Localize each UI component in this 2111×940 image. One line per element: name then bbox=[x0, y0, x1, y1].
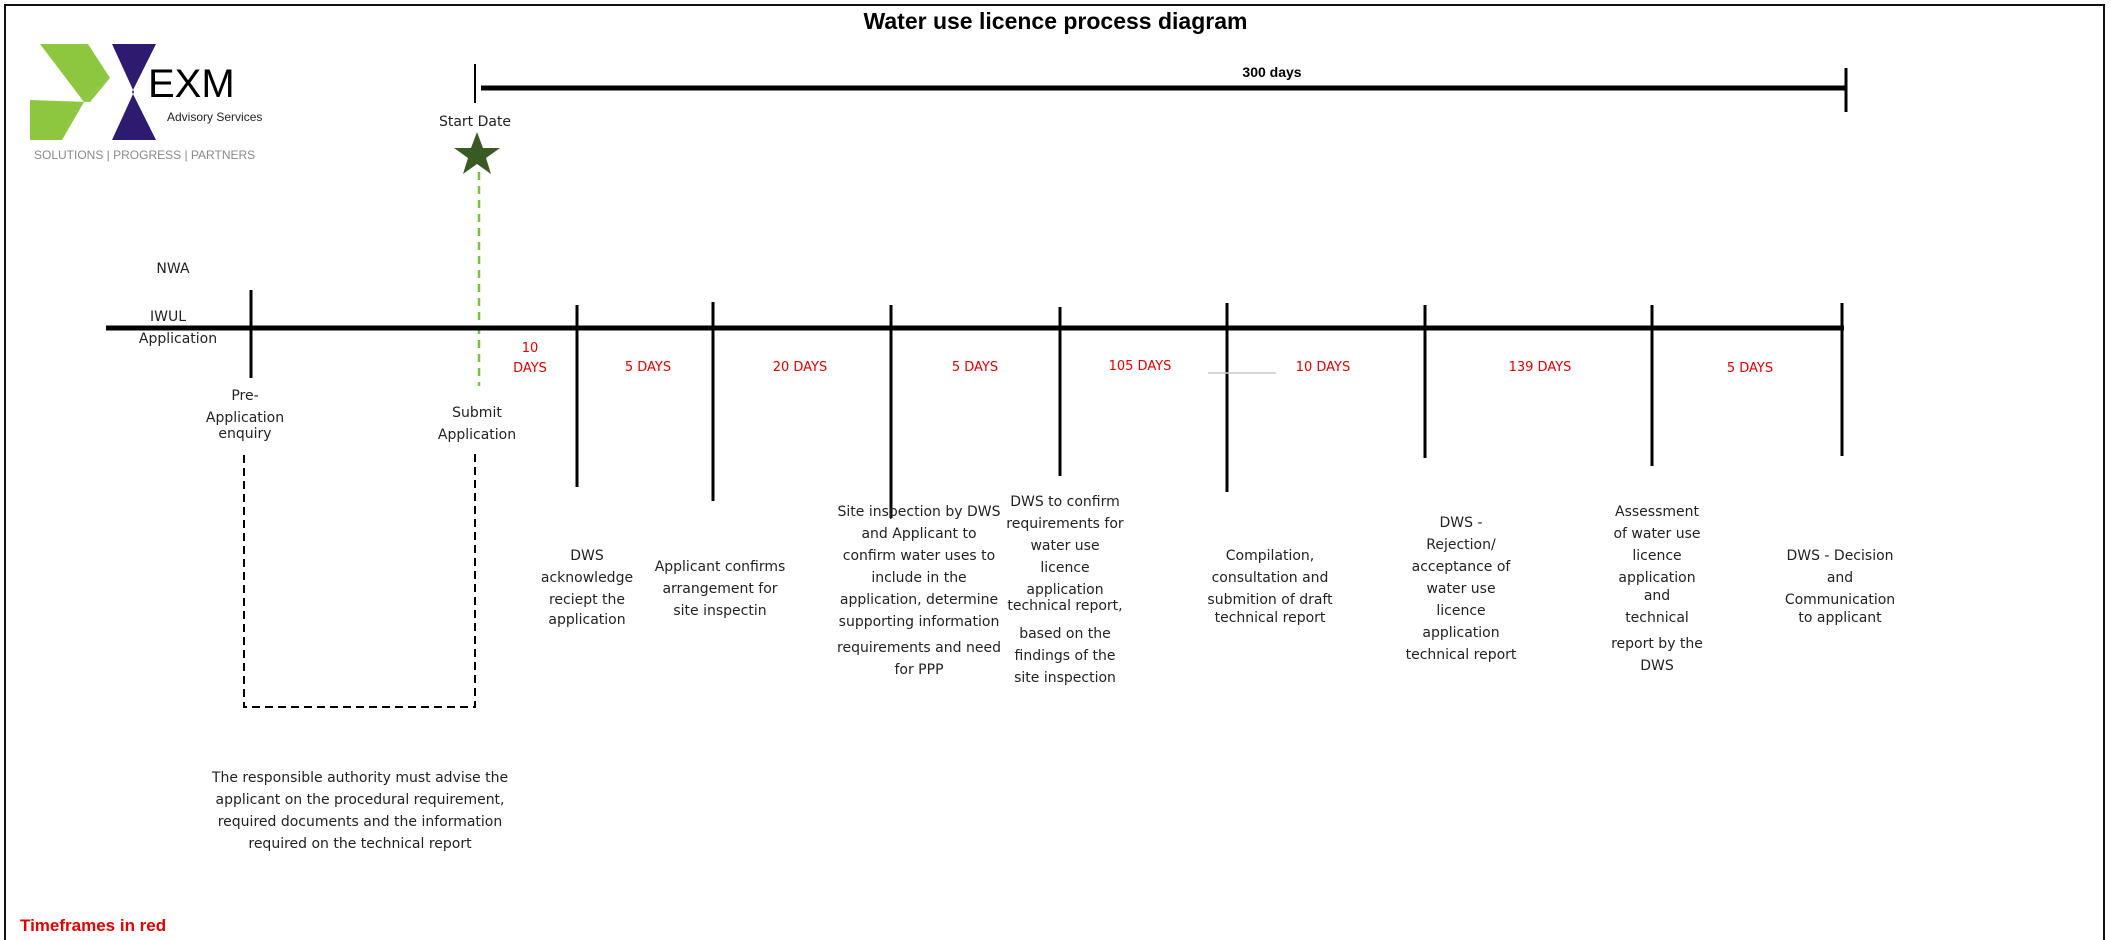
step-8-line: to applicant bbox=[1798, 610, 1882, 626]
step-6-line: water use bbox=[1426, 581, 1496, 597]
pre-application-note-line: required documents and the information bbox=[217, 814, 503, 830]
step-1-line: DWS bbox=[570, 548, 604, 564]
step-8-description: DWS - Decision and Communication to appl… bbox=[1770, 545, 1910, 629]
step-4-line: based on the bbox=[1019, 626, 1111, 642]
step-7-line: application bbox=[1618, 570, 1696, 586]
step-3-line: for PPP bbox=[894, 662, 944, 678]
pre-application-note-line: applicant on the procedural requirement, bbox=[215, 792, 505, 808]
step-3-line: confirm water uses to bbox=[842, 548, 996, 564]
duration-2: 5 DAYS bbox=[624, 360, 672, 375]
step-3-line: Site inspection by DWS bbox=[837, 504, 1001, 520]
duration-8: 5 DAYS bbox=[1726, 361, 1774, 376]
step-2-line: arrangement for bbox=[662, 581, 778, 597]
step-4-line: licence bbox=[1040, 560, 1090, 576]
step-5-line: technical report bbox=[1214, 610, 1326, 626]
step-2-line: Applicant confirms bbox=[654, 559, 786, 575]
nwa-label: NWA bbox=[156, 261, 190, 277]
step-1-line: application bbox=[548, 612, 626, 628]
step-7-line: report by the bbox=[1611, 636, 1703, 652]
logo-tagline: SOLUTIONS | PROGRESS | PARTNERS bbox=[34, 148, 256, 162]
application-label: Application bbox=[138, 331, 218, 347]
step-7-line: technical bbox=[1625, 610, 1689, 626]
pre-application-line: Pre- bbox=[231, 388, 259, 404]
timeframes-legend: Timeframes in red bbox=[20, 916, 167, 935]
submit-application-line: Application bbox=[437, 427, 517, 443]
pre-application-note-line: The responsible authority must advise th… bbox=[211, 770, 509, 786]
step-4-description: DWS to confirm requirements for water us… bbox=[990, 491, 1140, 689]
step-2-description: Applicant confirms arrangement for site … bbox=[645, 556, 795, 622]
step-4-line: site inspection bbox=[1014, 670, 1116, 686]
step-5-line: Compilation, bbox=[1225, 548, 1315, 564]
step-6-line: licence bbox=[1436, 603, 1486, 619]
duration-4: 5 DAYS bbox=[951, 360, 999, 375]
step-6-line: application bbox=[1422, 625, 1500, 641]
step-5-line: submition of draft bbox=[1207, 592, 1333, 608]
step-6-line: DWS - bbox=[1439, 515, 1483, 531]
pre-app-bracket bbox=[243, 452, 476, 708]
step-5-line: consultation and bbox=[1211, 570, 1329, 586]
step-8-line: DWS - Decision bbox=[1786, 548, 1894, 564]
submit-application-line: Submit bbox=[452, 405, 502, 421]
pre-application-label: Pre- Application enquiry bbox=[190, 385, 300, 445]
logo-subtitle: Advisory Services bbox=[167, 110, 263, 124]
step-3-line: and Applicant to bbox=[861, 526, 977, 542]
step-1-line: acknowledge bbox=[540, 570, 634, 586]
step-6-description: DWS - Rejection/ acceptance of water use… bbox=[1386, 512, 1536, 666]
start-date-label: Start Date bbox=[438, 114, 512, 130]
duration-1-line: DAYS bbox=[513, 361, 547, 376]
duration-6: 10 DAYS bbox=[1295, 360, 1351, 375]
step-4-line: application bbox=[1026, 582, 1104, 598]
step-5-description: Compilation, consultation and submition … bbox=[1195, 545, 1345, 629]
step-7-description: Assessment of water use licence applicat… bbox=[1594, 501, 1720, 677]
step-8-line: Communication bbox=[1784, 592, 1896, 608]
step-2-line: site inspectin bbox=[673, 603, 767, 619]
duration-5: 105 DAYS bbox=[1108, 359, 1172, 374]
company-logo: EXM Advisory Services SOLUTIONS | PROGRE… bbox=[30, 44, 280, 164]
step-8-line: and bbox=[1826, 570, 1854, 586]
step-4-line: requirements for bbox=[1006, 516, 1124, 532]
step-4-line: water use bbox=[1030, 538, 1100, 554]
pre-application-note-line: required on the technical report bbox=[248, 836, 472, 852]
submit-application-label: Submit Application bbox=[427, 402, 527, 446]
duration-1-line: 10 bbox=[521, 341, 539, 356]
duration-7: 139 DAYS bbox=[1508, 360, 1572, 375]
step-6-line: technical report bbox=[1405, 647, 1517, 663]
diagram-title: Water use licence process diagram bbox=[863, 8, 1248, 34]
step-7-line: Assessment bbox=[1615, 504, 1699, 520]
pre-application-line: enquiry bbox=[218, 426, 272, 442]
logo-name: EXM bbox=[148, 62, 235, 106]
step-3-line: requirements and need bbox=[837, 640, 1001, 656]
step-7-line: licence bbox=[1632, 548, 1682, 564]
span-duration-label: 300 days bbox=[1242, 64, 1302, 80]
logo-x-mark bbox=[30, 44, 156, 140]
iwul-label: IWUL bbox=[150, 309, 187, 325]
step-6-line: acceptance of bbox=[1411, 559, 1511, 575]
step-3-line: supporting information bbox=[838, 614, 1000, 630]
step-4-line: findings of the bbox=[1014, 648, 1116, 664]
step-3-description: Site inspection by DWS and Applicant to … bbox=[826, 501, 1012, 681]
step-1-description: DWS acknowledge reciept the application bbox=[522, 545, 652, 631]
pre-application-line: Application bbox=[205, 410, 285, 426]
step-4-line: DWS to confirm bbox=[1010, 494, 1120, 510]
step-7-line: of water use bbox=[1613, 526, 1701, 542]
pre-application-note: The responsible authority must advise th… bbox=[190, 767, 530, 855]
diagram-frame bbox=[4, 4, 2105, 940]
start-star-icon bbox=[454, 132, 500, 174]
step-4-line: technical report, bbox=[1007, 598, 1123, 614]
duration-1: 10 DAYS bbox=[500, 339, 560, 379]
step-3-line: application, determine bbox=[839, 592, 999, 608]
step-7-line: and bbox=[1643, 588, 1671, 604]
duration-3: 20 DAYS bbox=[772, 360, 828, 375]
step-1-line: reciept the bbox=[548, 592, 626, 608]
step-7-line: DWS bbox=[1640, 658, 1674, 674]
step-6-line: Rejection/ bbox=[1426, 537, 1496, 553]
step-3-line: include in the bbox=[871, 570, 967, 586]
